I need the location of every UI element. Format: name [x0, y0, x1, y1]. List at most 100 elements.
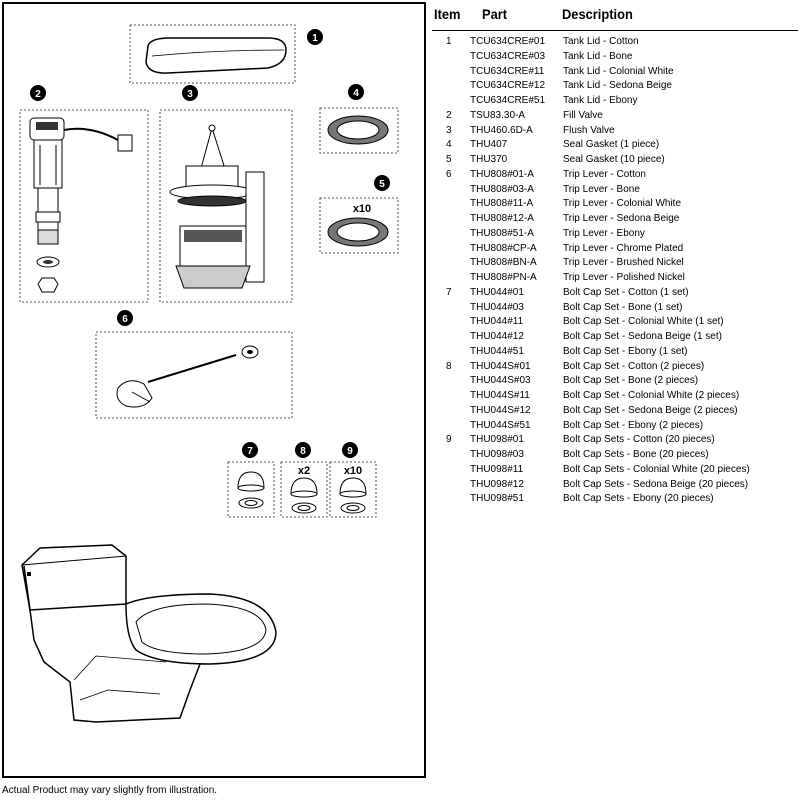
row-part-number: THU044S#51: [470, 419, 531, 431]
row-part-number: THU808#12-A: [470, 213, 534, 224]
parts-table-header: Item Part Description: [432, 4, 798, 31]
row-part-number: THU808#01-A: [470, 168, 534, 180]
callout-9: 9: [342, 442, 358, 458]
callout-8: 8: [295, 442, 311, 458]
row-part-number: THU098#51: [470, 493, 524, 505]
row-part-number: THU044#12: [470, 331, 524, 342]
row-description: Bolt Cap Set - Bone (1 set): [563, 301, 683, 313]
row-part-number: THU044S#03: [470, 375, 531, 387]
table-row[interactable]: THU044#03 Bolt Cap Set - Bone (1 set): [432, 301, 798, 316]
row-part-number: THU098#03: [470, 449, 524, 460]
row-part-number: THU808#51-A: [470, 227, 534, 239]
row-part-number: THU098#11: [470, 463, 524, 475]
header-item: Item: [434, 6, 461, 22]
row-part-number: THU808#CP-A: [470, 242, 537, 254]
exploded-diagram-frame: [2, 2, 426, 778]
row-description: Seal Gasket (10 piece): [563, 154, 665, 165]
tank-lid-part[interactable]: [129, 24, 296, 84]
bolt-cap-2pk-part[interactable]: [280, 461, 328, 518]
table-row[interactable]: THU098#51 Bolt Cap Sets - Ebony (20 piece…: [432, 492, 798, 507]
callout-2: 2: [30, 85, 46, 101]
callout-6: 6: [117, 310, 133, 326]
seal-gasket-10pk-part[interactable]: [319, 197, 399, 254]
table-row[interactable]: THU808#51-A Trip Lever - Ebony: [432, 227, 798, 242]
header-description: Description: [562, 6, 633, 22]
row-description: Trip Lever - Ebony: [563, 227, 645, 239]
qty-label-item9: x10: [344, 465, 362, 477]
row-description: Tank Lid - Cotton: [563, 36, 639, 47]
row-description: Bolt Cap Set - Colonial White (2 pieces): [563, 390, 740, 401]
callout-4-label: 4: [353, 88, 359, 99]
seal-gasket-part[interactable]: [319, 107, 399, 154]
row-description: Trip Lever - Cotton: [563, 168, 646, 180]
row-description: Bolt Cap Set - Ebony (2 pieces): [563, 419, 704, 431]
row-part-number: THU044S#12: [470, 404, 531, 416]
trip-lever-part[interactable]: [95, 331, 293, 419]
row-item-number: 2: [446, 109, 452, 121]
row-part-number: THU044#03: [470, 301, 524, 313]
row-part-number: TCU634CRE#01: [470, 36, 546, 47]
callout-7: 7: [242, 442, 258, 458]
row-description: Bolt Cap Set - Bone (2 pieces): [563, 375, 699, 387]
row-description: Bolt Cap Set - Cotton (2 pieces): [563, 360, 705, 372]
row-description: Trip Lever - Chrome Plated: [563, 242, 684, 254]
table-row[interactable]: 6 THU808#01-A Trip Lever - Cotton: [432, 168, 798, 183]
bolt-cap-20pk-part[interactable]: [329, 461, 377, 518]
row-part-number: THU808#11-A: [470, 198, 534, 210]
callout-6-label: 6: [122, 314, 128, 325]
row-description: Bolt Cap Set - Sedona Beige (2 pieces): [563, 404, 738, 416]
fill-valve-part[interactable]: [19, 109, 149, 303]
table-row[interactable]: THU808#CP-A Trip Lever - Chrome Plated: [432, 242, 798, 257]
row-part-number: THU808#PN-A: [470, 272, 537, 283]
row-part-number: TCU634CRE#12: [470, 80, 546, 92]
table-row[interactable]: THU808#11-A Trip Lever - Colonial White: [432, 197, 798, 212]
flush-valve-part[interactable]: [159, 109, 293, 303]
row-description: Trip Lever - Colonial White: [563, 198, 682, 210]
row-item-number: 5: [446, 154, 452, 165]
qty-label-item8: x2: [298, 465, 310, 477]
row-part-number: THU044#51: [470, 345, 524, 357]
row-description: Trip Lever - Sedona Beige: [563, 213, 680, 224]
row-part-number: TCU634CRE#51: [470, 95, 546, 106]
row-description: Trip Lever - Bone: [563, 183, 640, 195]
table-row[interactable]: THU044S#03 Bolt Cap Set - Bone (2 pieces): [432, 374, 798, 389]
row-part-number: THU044#11: [470, 316, 524, 328]
row-part-number: THU044S#01: [470, 360, 531, 372]
bolt-cap-set-part[interactable]: [227, 461, 275, 518]
row-description: Seal Gasket (1 piece): [563, 139, 660, 151]
row-item-number: 6: [446, 168, 452, 180]
table-row[interactable]: THU044S#51 Bolt Cap Set - Ebony (2 pieces…: [432, 419, 798, 434]
table-row[interactable]: THU044S#12 Bolt Cap Set - Sedona Beige (2…: [432, 404, 798, 419]
callout-1: 1: [307, 29, 323, 45]
row-description: Bolt Cap Sets - Ebony (20 pieces): [563, 493, 714, 505]
row-description: Tank Lid - Bone: [563, 50, 633, 62]
illustration-disclaimer: Actual Product may vary slightly from il…: [2, 785, 218, 796]
table-row[interactable]: THU808#12-A Trip Lever - Sedona Beige: [432, 212, 798, 227]
table-row[interactable]: 5 THU370 Seal Gasket (10 piece): [432, 153, 798, 168]
row-part-number: THU370: [470, 154, 508, 165]
callout-3-label: 3: [187, 89, 193, 100]
